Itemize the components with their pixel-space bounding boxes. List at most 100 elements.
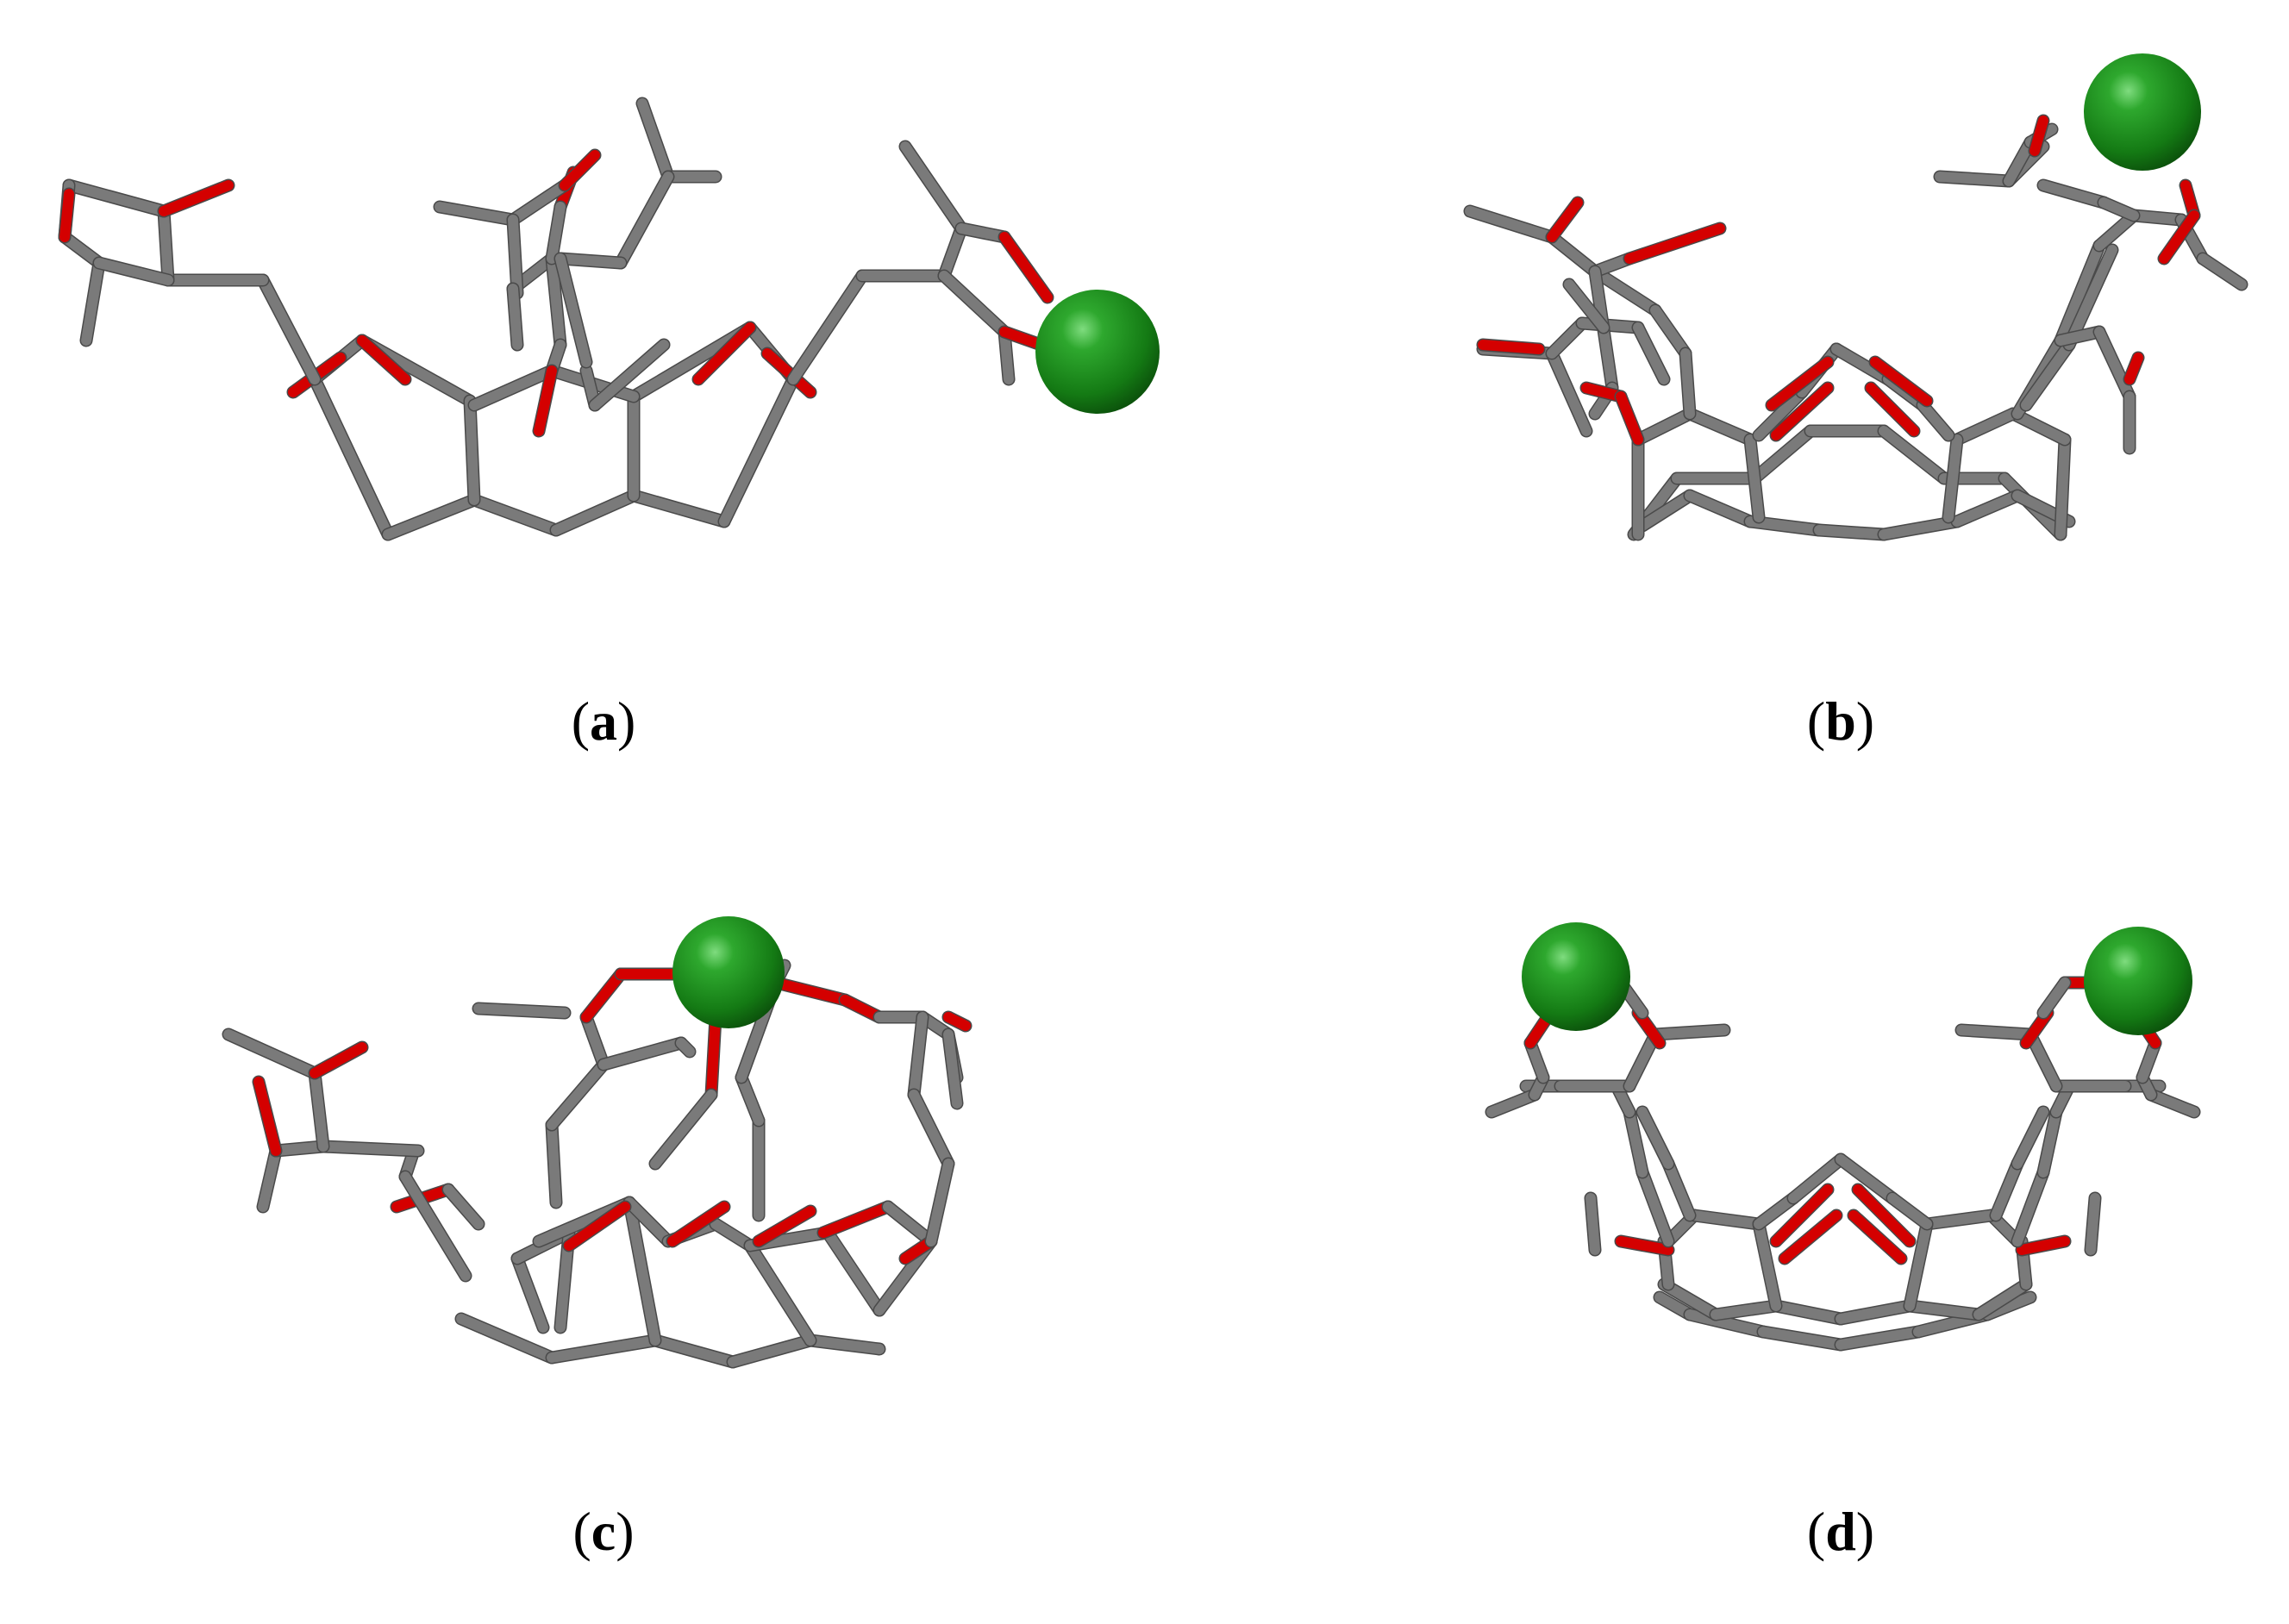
panel-c-bond-carbon (318, 1141, 423, 1156)
panel-c-bond-carbon (547, 1120, 561, 1208)
panel-c-bond-carbon (710, 1219, 755, 1251)
panel-b-bond-carbon (1577, 318, 1643, 333)
panel-c-bond-carbon (547, 1335, 660, 1363)
panel-a-bond-oxygen (560, 150, 600, 191)
panel-d-bond-carbon (2012, 1167, 2048, 1246)
panel-b-bond-carbon (2129, 210, 2186, 225)
panel-d-bond-oxygen (1848, 1210, 1906, 1264)
panel-d-bond-carbon (1637, 1107, 1673, 1169)
panel-d-bond-carbon (1650, 1025, 1729, 1040)
panel-c-metal-ion (672, 916, 785, 1028)
panel-c-bond-carbon (443, 1184, 484, 1229)
panel-a-bond-oxygen (693, 322, 755, 384)
panel-b-bond-carbon (2094, 210, 2139, 251)
panel-d-metal-ion-left (1522, 922, 1630, 1031)
panel-c-bond-carbon (271, 1141, 328, 1156)
panel-d-bond-oxygen (1525, 1012, 1553, 1048)
panel-c-bond-carbon (728, 1335, 816, 1367)
panel-a-bond-oxygen (762, 348, 816, 397)
panel-c-bond-carbon (547, 1059, 609, 1130)
panel-b-bond-carbon (1814, 525, 1889, 540)
panel-d-bond-carbon (1991, 1159, 2023, 1221)
panel-b-bond-carbon (1633, 322, 1669, 384)
caption-a-letter: a (590, 690, 617, 752)
panel-d-bond-carbon (1685, 1309, 1768, 1337)
panel-c-bond-oxygen (667, 1202, 729, 1246)
panel-c-bond-carbon (926, 1159, 954, 1246)
panel-b-bond-carbon (1917, 400, 1954, 440)
panel-c-bond-carbon (909, 1090, 954, 1169)
panel-b-bond-oxygen (2124, 353, 2143, 384)
panel-d-bond-carbon (2025, 1029, 2061, 1091)
panel-b-bond-carbon (2055, 240, 2105, 346)
panel-a-bond-carbon (81, 258, 104, 346)
panel-c-bond-oxygen (706, 1012, 721, 1100)
panel-d-bond-oxygen (1616, 1236, 1673, 1255)
panel-a-bond-carbon (469, 365, 557, 410)
panel-d-bond-carbon (1956, 1025, 2036, 1040)
panel-b-metal-ion (2084, 53, 2201, 171)
panel-b-bond-carbon (1637, 490, 1695, 531)
panel-a-bond-carbon (64, 180, 169, 216)
panel-b-bond-carbon (1590, 266, 1660, 315)
panel-d-bond-oxygen (2017, 1236, 2070, 1255)
panel-c-bond-carbon (943, 1029, 962, 1109)
panel-a-bond-carbon (465, 396, 479, 505)
panel-b-bond-carbon (1749, 426, 1816, 484)
panel-c-bond-carbon (676, 1038, 695, 1057)
panel-b-bond-carbon (1952, 409, 2018, 445)
panel-d-bond-carbon (1624, 1029, 1660, 1091)
panel-c-bond-carbon (310, 1068, 328, 1152)
panel-d-bond-carbon (2146, 1090, 2199, 1117)
panel-c-bond-carbon (883, 1202, 936, 1246)
panel-a-bond-carbon (939, 271, 1010, 337)
panel-b-bond-carbon (2055, 434, 2070, 540)
panel-b-bond-carbon (1564, 279, 1609, 333)
panel-a-bond-carbon (555, 253, 591, 367)
panel-b-bond-carbon (1831, 344, 1893, 384)
panel-a-bond-carbon (629, 490, 729, 527)
panel-c-bond-carbon (822, 1227, 885, 1315)
panel-d-bond-carbon (1486, 1090, 1540, 1117)
panel-a-bond-oxygen (534, 365, 557, 436)
panel-c-bond-carbon (223, 1029, 320, 1078)
panel-d-metal-ion-right (2084, 927, 2192, 1035)
panel-d-bond-carbon (1836, 1154, 1898, 1203)
panel-a-bond-carbon (508, 284, 522, 350)
panel-d-bond-carbon (1710, 1301, 1781, 1320)
panel-d-bond-carbon (1758, 1327, 1846, 1350)
panel-c-bond-carbon (624, 1197, 673, 1246)
panel-b-bond-carbon (2064, 245, 2117, 350)
panel-a-bond-carbon (508, 215, 522, 298)
panel-d-bond-oxygen (1771, 1184, 1833, 1246)
panel-a-bond-oxygen (357, 335, 410, 384)
panel-d-bond-carbon (1836, 1301, 1915, 1324)
panel-b-bond-carbon (2055, 327, 2105, 346)
panel-c-bond-carbon (805, 1335, 885, 1354)
panel-a-bond-carbon (547, 253, 566, 350)
panel-b-bond-carbon (1879, 426, 1949, 484)
panel-c-bond-oxygen (943, 1012, 971, 1031)
panel-a-bond-carbon (590, 340, 669, 410)
panel-c-bond-carbon (473, 1003, 570, 1018)
caption-b: (b) (1806, 690, 1875, 752)
panel-a-bond-carbon (469, 495, 561, 535)
panel-b-bond-carbon (2004, 137, 2036, 186)
panel-d-bond-carbon (2038, 1107, 2061, 1177)
panel-a-bond-carbon (258, 275, 320, 384)
panel-b-bond-carbon (1754, 387, 1807, 440)
panel-c-bond-carbon (512, 1253, 548, 1333)
panel-d-bond-carbon (1754, 1193, 1798, 1229)
panel-b-bond-carbon (1952, 490, 2023, 527)
panel-c-bond-oxygen (818, 1202, 893, 1238)
panel-b-bond-oxygen (1478, 340, 1544, 354)
panel-d-bond-carbon (2038, 978, 2070, 1018)
panel-c-bond-carbon (650, 1090, 716, 1169)
panel-b-bond-oxygen (1547, 197, 1583, 242)
panel-b-bond-carbon (2098, 197, 2139, 221)
panel-b-bond-oxygen (1767, 357, 1833, 410)
panel-a-structure (58, 97, 1160, 541)
panel-b-bond-oxygen (1771, 383, 1833, 440)
panel-d-bond-carbon (1637, 1167, 1673, 1246)
panel-b-bond-carbon (1879, 516, 1962, 540)
